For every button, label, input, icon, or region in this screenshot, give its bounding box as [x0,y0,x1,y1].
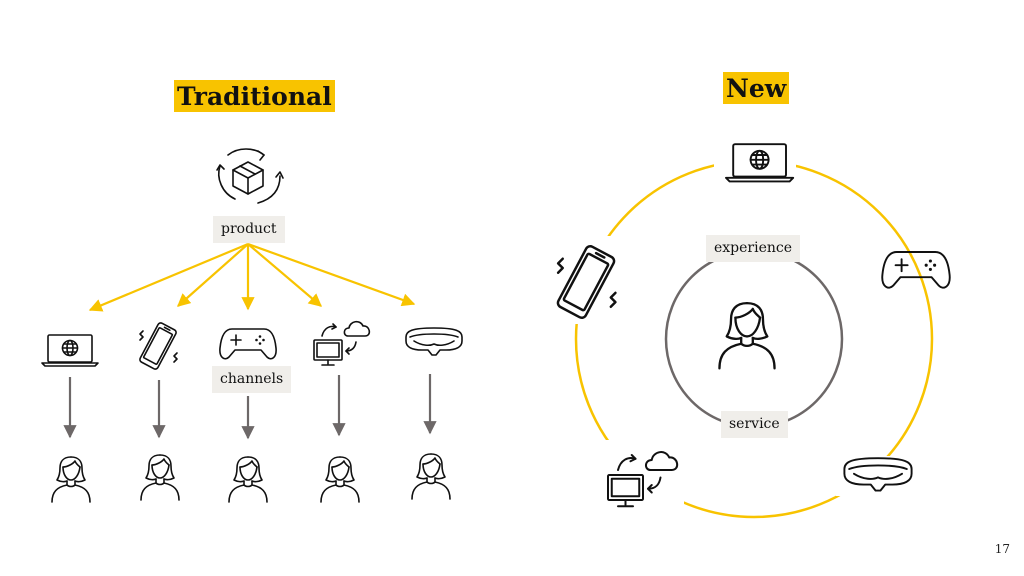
channels-label: channels [212,366,292,393]
desktop-cloud-icon [313,320,371,366]
product-label: product [213,216,285,243]
product-icon [216,148,284,204]
arrow-to-headset [247,242,416,307]
smartphone-icon [138,321,178,371]
page-number: 17 [994,542,1010,556]
experience-label: experience [706,235,801,262]
gamepad-icon [881,251,951,289]
user-icon [411,453,451,500]
user-icon [51,456,91,503]
user-icon [718,301,776,370]
arrow-to-phone [177,243,249,307]
arrow-to-desktop [247,243,323,307]
user-icon [228,456,268,503]
new-title: New [723,72,790,104]
product-to-channel-arrows [88,242,416,312]
arrow-to-laptop [88,242,249,312]
channel-to-user-arrows [63,374,437,440]
traditional-title: Traditional [174,80,335,112]
service-label: service [721,411,788,438]
user-icon [320,456,360,503]
user-icon [140,454,180,501]
icon-knockout [836,456,920,496]
gamepad-icon [219,328,277,360]
laptop-globe-icon [41,334,99,367]
vr-headset-icon [405,327,463,356]
